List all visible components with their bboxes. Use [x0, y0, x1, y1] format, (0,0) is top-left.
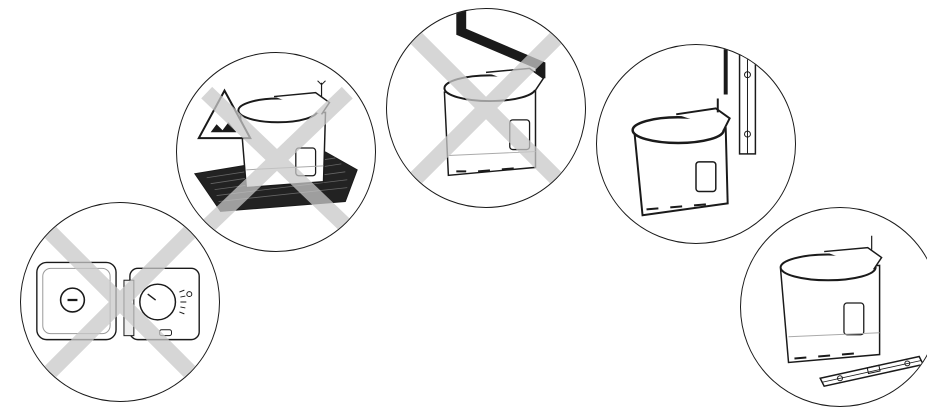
level-icon [724, 45, 756, 154]
panel-uneven-floor [176, 52, 376, 252]
toilet-icon [781, 236, 882, 363]
uneven-floor-illustration [177, 53, 375, 251]
floor-level-illustration [741, 208, 927, 406]
level-icon [820, 357, 923, 387]
panel-floor-level [740, 207, 927, 407]
wall-pipe-illustration [387, 9, 585, 207]
panel-against-wall-pipe [386, 8, 586, 208]
toilet-icon [633, 98, 730, 215]
